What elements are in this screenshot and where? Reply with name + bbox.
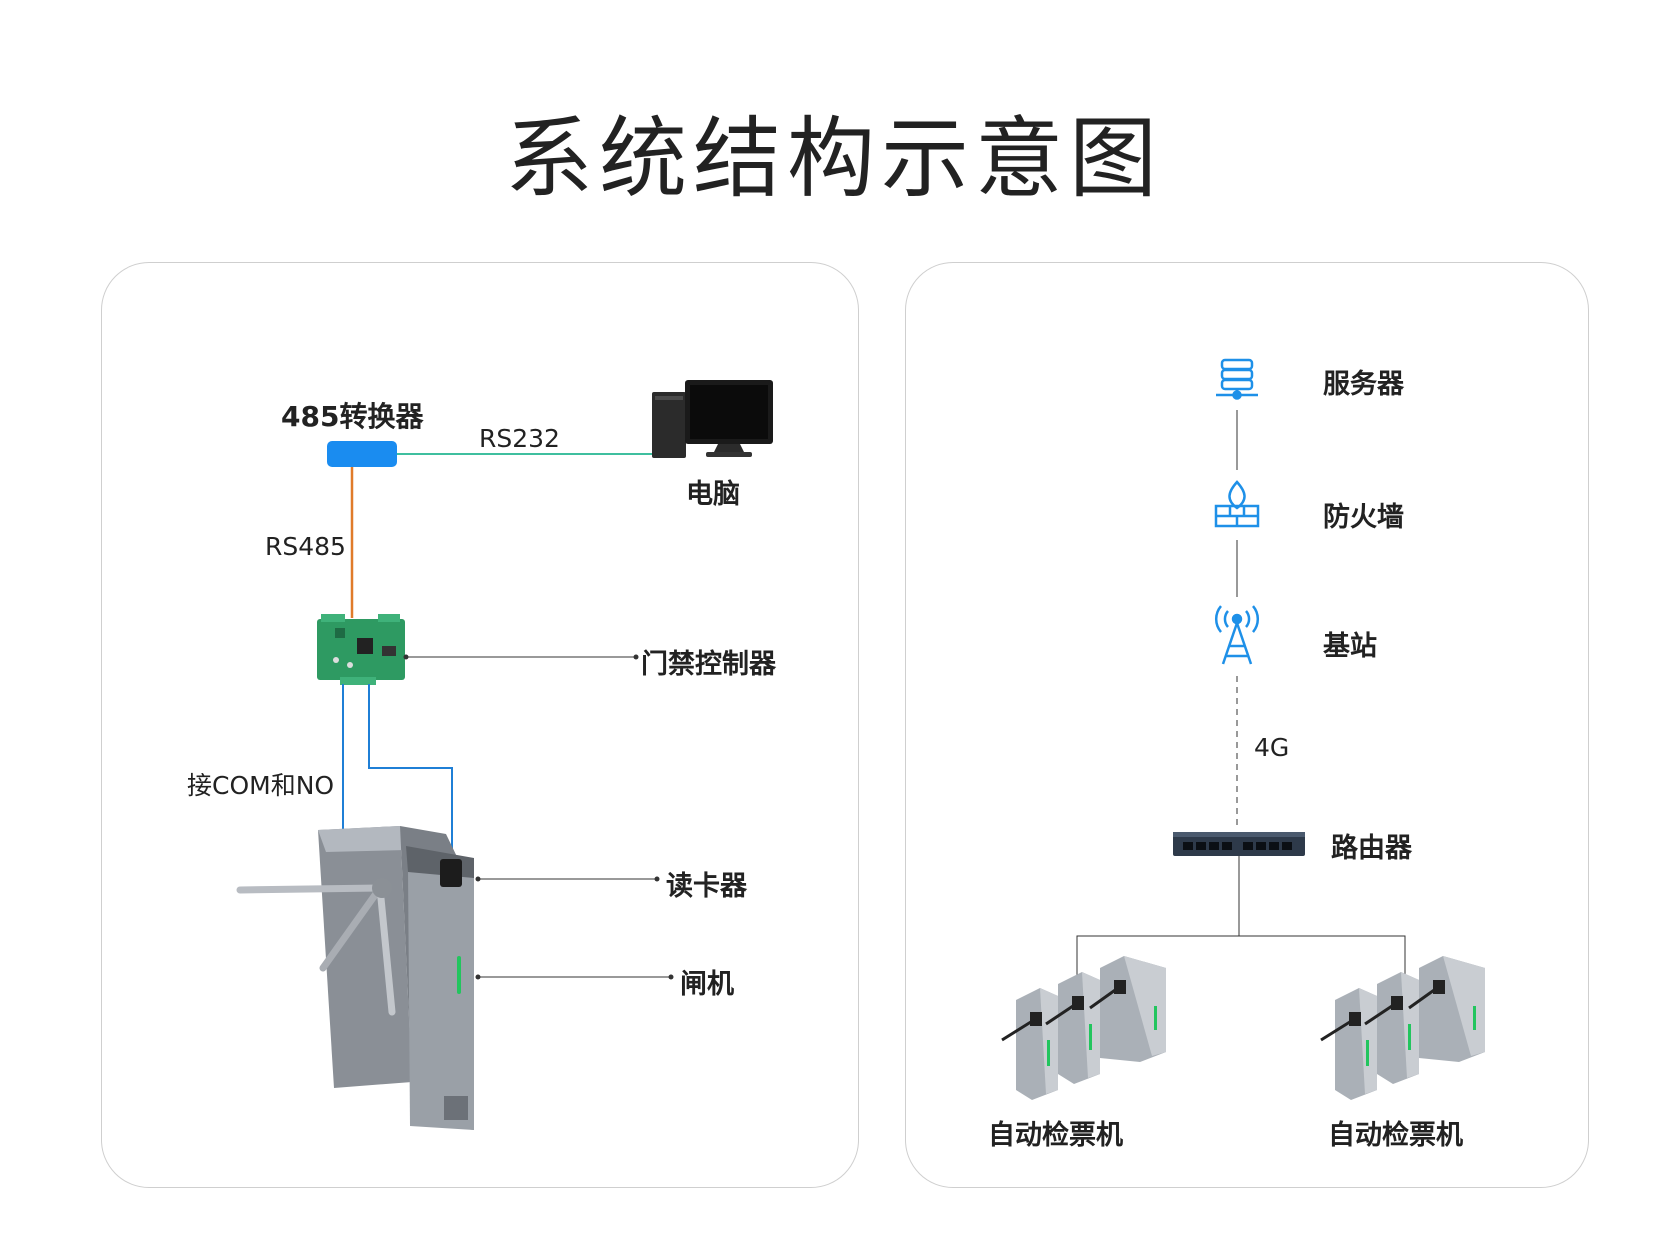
computer-icon (652, 380, 773, 458)
page-title: 系统结构示意图 (504, 107, 1163, 210)
firewall-icon (1214, 480, 1260, 528)
ticket-gate-group-right (1320, 956, 1485, 1100)
network-label: 4G (1254, 733, 1290, 762)
router-label: 路由器 (1331, 833, 1412, 864)
rs485-label: RS485 (265, 532, 346, 561)
turnstile-label: 闸机 (680, 969, 734, 1000)
base-station-icon (1214, 605, 1260, 665)
converter-label: 485转换器 (281, 400, 424, 433)
router-device (1173, 832, 1305, 856)
server-label: 服务器 (1323, 369, 1404, 400)
controller-label: 门禁控制器 (641, 649, 776, 680)
base-station-label: 基站 (1323, 631, 1377, 662)
firewall-label: 防火墙 (1323, 502, 1404, 533)
ticket-gate-left-label: 自动检票机 (988, 1120, 1123, 1151)
converter-device (327, 441, 397, 467)
reader-label: 读卡器 (666, 871, 747, 902)
turnstile-gate (236, 826, 474, 1130)
ticket-gate-group-left (1001, 956, 1166, 1100)
computer-label: 电脑 (686, 479, 740, 510)
rs232-label: RS232 (479, 424, 560, 453)
access-controller-board (317, 614, 405, 685)
no-wire (368, 684, 453, 858)
ticket-gate-right-label: 自动检票机 (1328, 1120, 1463, 1151)
server-icon (1216, 358, 1258, 400)
router-branch-left (1076, 935, 1406, 980)
wiring-label: 接COM和NO (187, 771, 335, 800)
